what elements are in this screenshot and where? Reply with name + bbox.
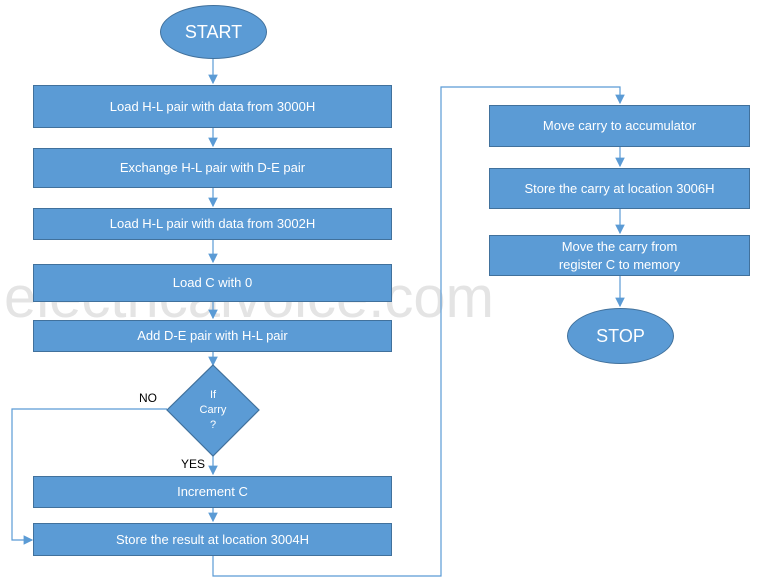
step-add: Add D-E pair with H-L pair	[33, 320, 392, 352]
step-load-c: Load C with 0	[33, 264, 392, 302]
step-increment: Increment C	[33, 476, 392, 508]
step-move-carry-memory: Move the carry from register C to memory	[489, 235, 750, 276]
step-store-carry: Store the carry at location 3006H	[489, 168, 750, 209]
step-move-carry-memory-line-2: register C to memory	[558, 256, 681, 272]
yes-label: YES	[181, 457, 206, 471]
decision-line-3: ?	[209, 419, 217, 431]
no-label: NO	[139, 391, 157, 405]
stop-oval: STOP	[567, 308, 674, 364]
step-move-carry-memory-line-1: Move the carry from	[561, 238, 678, 254]
decision-diamond	[166, 364, 260, 457]
step-load-hl-3000: Load H-L pair with data from 3000H	[33, 85, 392, 128]
decision-text: If Carry ?	[183, 388, 243, 433]
step-load-hl-3002: Load H-L pair with data from 3002H	[33, 208, 392, 240]
step-move-carry: Move carry to accumulator	[489, 105, 750, 147]
start-oval: START	[160, 5, 267, 59]
decision-line-1: If	[209, 389, 217, 401]
step-store-result: Store the result at location 3004H	[33, 523, 392, 556]
step-exchange: Exchange H-L pair with D-E pair	[33, 148, 392, 188]
decision-line-2: Carry	[199, 404, 227, 416]
